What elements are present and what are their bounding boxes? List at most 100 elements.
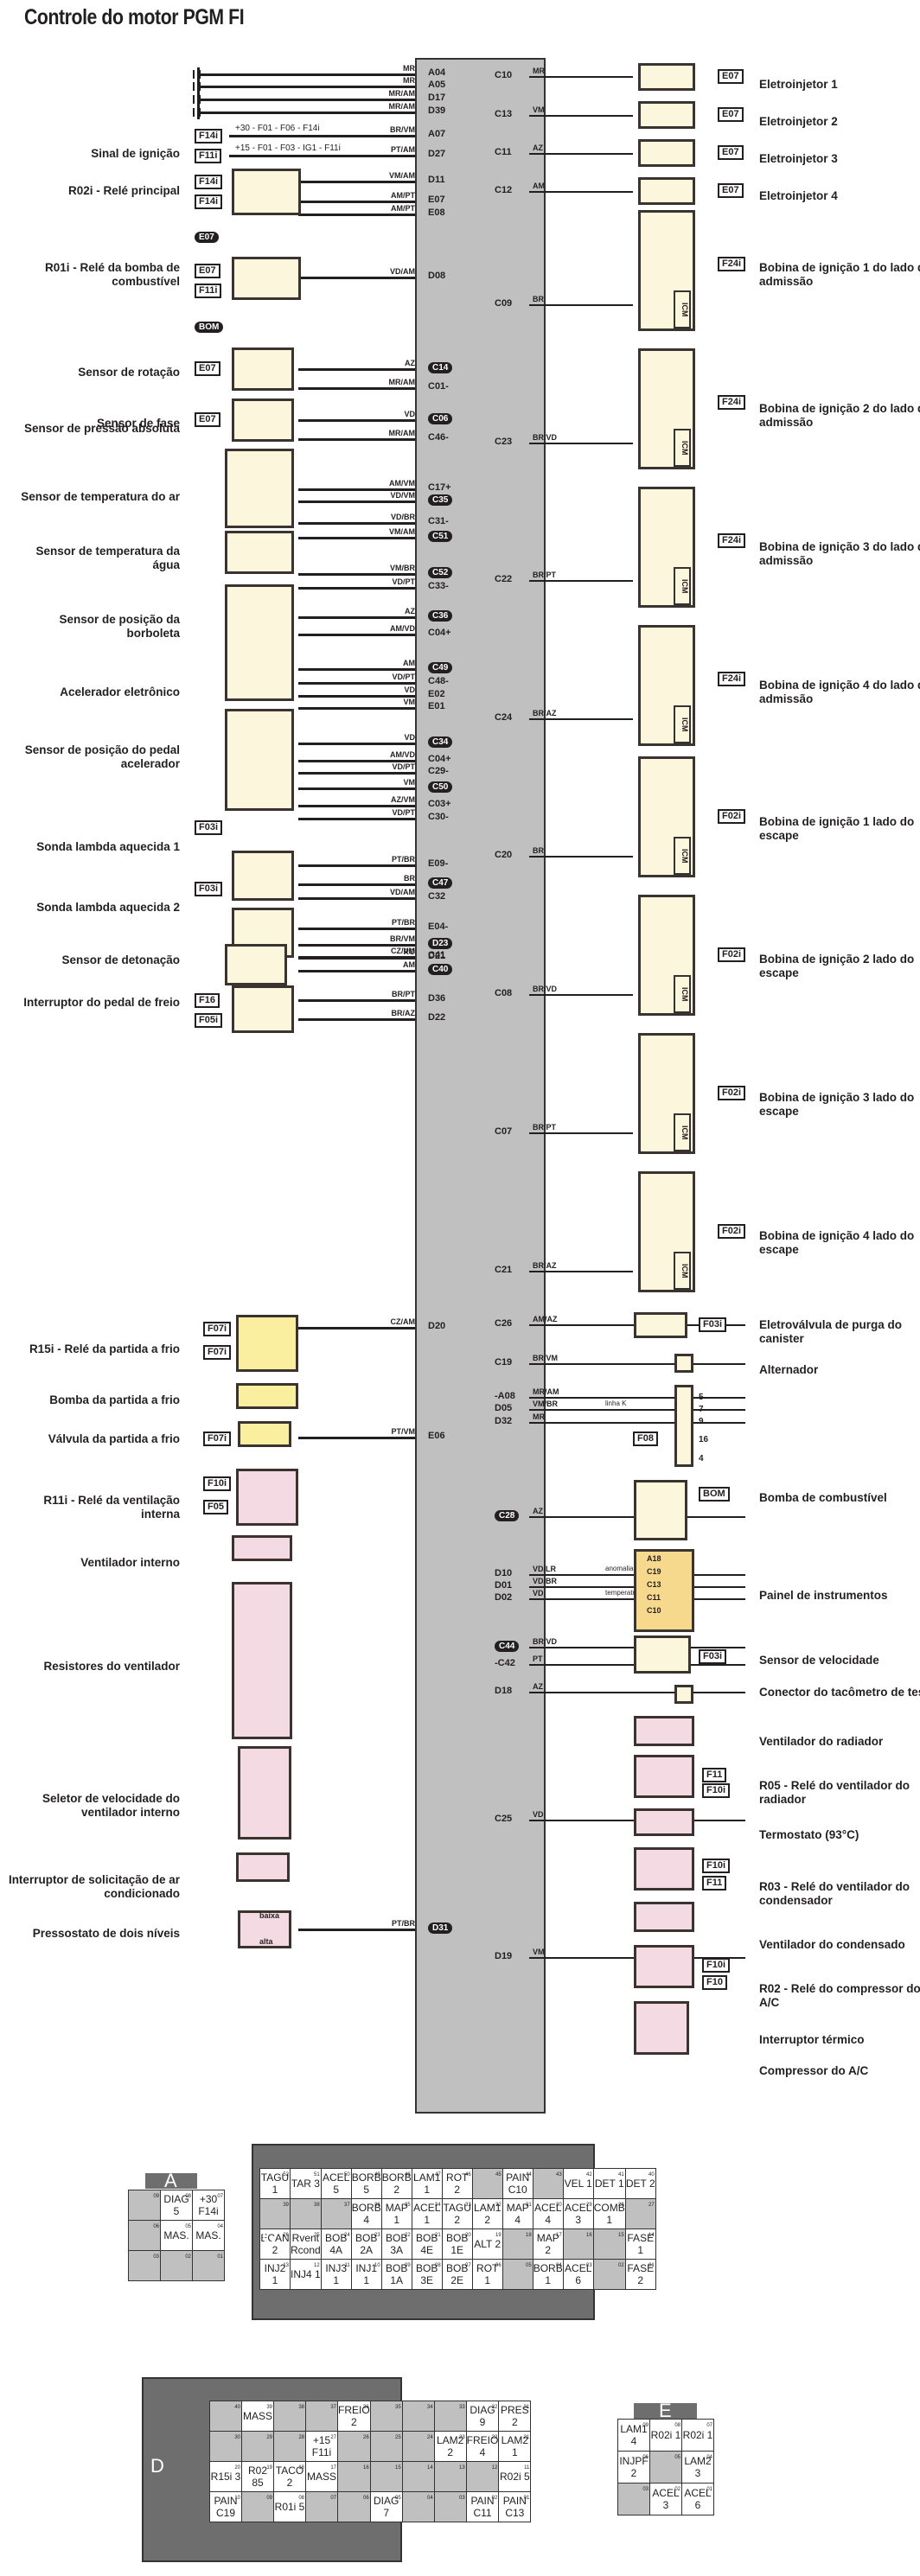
pin-number: 01: [648, 2263, 655, 2268]
pin-number: 41: [618, 2172, 624, 2177]
wire-color-label: VD: [404, 685, 415, 694]
fuse-ref-f14i: F14i: [195, 175, 223, 189]
pin-function: COMB 1: [593, 2202, 625, 2226]
pin-function: ECAN 2: [260, 2232, 290, 2256]
pin-number: 18: [298, 2465, 304, 2471]
pin-function: R02i 1: [682, 2429, 713, 2441]
component-symbol: [674, 1354, 693, 1373]
wire-color-label: VD/AM: [390, 888, 415, 896]
wire-color-label: AZ: [405, 359, 415, 367]
ground-icon: [193, 80, 212, 93]
component-symbol: [634, 1312, 687, 1338]
ecu-pin-C51: C51: [428, 531, 453, 542]
wire-color-label: VM: [403, 778, 416, 787]
ecu-pin-C11: C11: [495, 147, 512, 157]
wire-color-label: AM/AZ: [533, 1315, 558, 1323]
wire: [298, 634, 415, 636]
pin-number: 24: [344, 2233, 350, 2238]
connector-pin: 15: [592, 2228, 626, 2260]
wire-color-label: PT/VM: [391, 1427, 415, 1436]
pin-function: INJ2 1: [264, 2262, 286, 2286]
icm-label: ICM: [674, 975, 691, 1013]
pin-number: 35: [405, 2203, 411, 2208]
ecu-pin-C21: C21: [495, 1265, 513, 1275]
ecu-pin-C40: C40: [428, 964, 453, 975]
ecu-pin-C52: C52: [428, 567, 453, 578]
ecu-pin-C20: C20: [495, 850, 513, 860]
fuse-ref-f10: F10: [702, 1975, 727, 1990]
component-symbol: [225, 449, 294, 528]
component-symbol: [674, 1685, 693, 1704]
connector-pin: 30: [209, 2431, 242, 2462]
ignition-coil-symbol: ICM: [638, 756, 695, 877]
wire-color-label: PT/BR: [392, 918, 415, 927]
pin-number: 29: [586, 2203, 592, 2208]
fuse-ref-f24i: F24i: [718, 533, 746, 548]
wire: [298, 883, 415, 886]
ignition-coil-symbol: ICM: [638, 210, 695, 331]
pin-number: 34: [426, 2405, 433, 2410]
right-component-label: Eletroválvula de purga do canister: [759, 1318, 903, 1345]
connector-E-tab: [634, 2403, 697, 2419]
wire: [298, 522, 415, 525]
right-component-label: Ventilador do condensado: [759, 1938, 905, 1951]
wire-color-label: AM/VD: [390, 624, 415, 633]
wire-note: anomalias: [605, 1565, 637, 1572]
pin-function: FREIO 4: [466, 2434, 499, 2458]
pin-function: INJ3 1: [325, 2262, 348, 2286]
wire: [529, 718, 633, 720]
connector-pin: 05: [502, 2259, 533, 2290]
connector-pin: 26: [337, 2431, 371, 2462]
pin-function: +15 F11i: [311, 2434, 332, 2458]
pin-function: BOB 1E: [446, 2232, 469, 2256]
ecu-pin-E04-: E04-: [428, 921, 449, 932]
wire-color-label: VM/AM: [389, 527, 415, 536]
wire-color-label: BR/VD: [533, 433, 558, 442]
connector-pin: 28: [273, 2431, 306, 2462]
pin-number: 43: [556, 2172, 562, 2177]
wire: [529, 1422, 745, 1424]
pin-number: 10: [234, 2496, 240, 2501]
fuse-ref-f07i: F07i: [203, 1345, 232, 1360]
ecu-pin-D39: D39: [428, 105, 446, 116]
connector-pin: 12: [465, 2461, 500, 2492]
page-title: Controle do motor PGM FI: [24, 5, 245, 29]
pin-number: 30: [556, 2203, 562, 2208]
ecu-pin--C42: -C42: [495, 1658, 515, 1668]
pin-number: 30: [234, 2435, 240, 2440]
pin-number: 16: [586, 2233, 592, 2238]
right-component-label: Bobina de ignição 2 do lado da admissão: [759, 402, 920, 429]
pin-function: INJPF 2: [619, 2455, 648, 2479]
component-symbol: [232, 348, 294, 391]
wire-color-label: AZ: [533, 143, 543, 152]
connector-pin: 25: [369, 2431, 403, 2462]
ecu-pin-C44: C44: [495, 1641, 520, 1652]
component-symbol: [634, 1716, 694, 1746]
pin-number: 51: [314, 2172, 320, 2177]
connector-A-letter: A: [164, 2170, 177, 2191]
left-component-label: Sensor de temperatura da água: [35, 545, 180, 571]
pin-number: 38: [298, 2405, 304, 2410]
pin-function: ACEL 5: [323, 2171, 350, 2196]
component-symbol: [634, 1808, 694, 1836]
pin-function: LAM1 2: [474, 2202, 502, 2226]
wire: [298, 668, 415, 671]
pin-function: DIAG 7: [374, 2495, 399, 2519]
pin-number: 03: [458, 2496, 465, 2501]
ecu-pin-C29-: C29-: [428, 766, 449, 776]
pin-number: 09: [153, 2194, 159, 2199]
wire: [529, 153, 633, 155]
fuse-ref-f03i: F03i: [699, 1317, 727, 1332]
ecu-pin-D05: D05: [495, 1403, 513, 1413]
pin-number: 45: [495, 2172, 502, 2177]
connector-pin: 16: [337, 2461, 371, 2492]
connector-pin: 02: [160, 2250, 193, 2281]
